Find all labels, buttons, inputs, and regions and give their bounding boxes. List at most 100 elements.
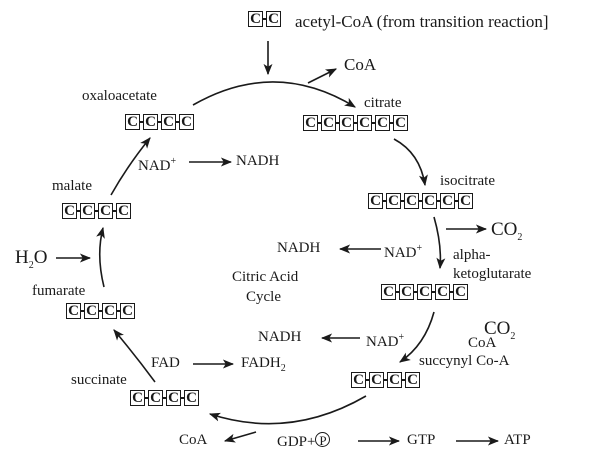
carbon-box: C [339,115,354,131]
co2-akg: CO2 [484,318,515,347]
nad-plus-superscript: + [398,332,405,343]
carbon-bond [450,291,453,293]
fad: FAD [151,355,180,371]
carbon-bond [419,200,422,202]
carbon-bond [366,379,369,381]
carbon-bond [113,210,116,212]
carbon-box: C [368,193,383,209]
gdp-text: GDP+ [277,434,316,450]
nad-oxalo: NAD+ [138,153,176,175]
h2o-h: H [15,247,29,268]
fumarate-label: fumarate [32,283,86,299]
gdp-plus-p: GDP+P [277,432,331,451]
carbon-box: C [357,115,372,131]
carbon-bond [163,397,166,399]
atp: ATP [504,432,531,448]
carbon-box: C [116,203,131,219]
arrow-fumarate-malate [96,226,105,288]
carbon-box: C [266,11,281,27]
arrow-isocitrate-akg [433,216,446,270]
carbon-box: C [166,390,181,406]
h2o-subscript: 2 [28,259,34,271]
carbon-bond [318,122,321,124]
carbon-box: C [148,390,163,406]
carbon-box: C [130,390,145,406]
nad-akg-text: NAD [366,334,399,350]
nadh-oxalo: NADH [236,153,280,169]
carbon-box: C [80,203,95,219]
carbon-box: C [404,193,419,209]
coa-akg: CoA [468,335,497,351]
carbon-bond [99,310,102,312]
co2-akg-text: CO [484,318,511,339]
arrow-coa-release [307,68,338,84]
phosphate-circle-icon: P [315,432,331,448]
nadh-akg: NADH [258,329,302,345]
arrow-succinate-fumarate [113,329,156,383]
carbon-bond [402,379,405,381]
carbon-box: C [393,115,408,131]
arrow-succinyl-succinate [208,395,367,425]
succinyl-coa-label: succynyl Co-A [419,353,510,369]
arrow-citrate-isocitrate [393,138,428,187]
carbon-bond [158,121,161,123]
carbon-bond [432,291,435,293]
carbon-bond [437,200,440,202]
succinate-label: succinate [71,372,127,388]
arrow-oxalo-citrate [192,81,356,108]
carbon-box: C [184,390,199,406]
nad-iso: NAD+ [384,240,422,262]
carbon-bond [401,200,404,202]
carbon-box: C [369,372,384,388]
nad-akg: NAD+ [366,329,404,351]
nad-plus-superscript: + [170,156,177,167]
carbon-box: C [386,193,401,209]
carbon-bond [390,122,393,124]
carbon-bond [414,291,417,293]
carbon-bond [181,397,184,399]
carbon-box: C [143,114,158,130]
nadh-iso: NADH [277,240,321,256]
carbon-box: C [453,284,468,300]
carbon-bond [263,18,266,20]
carbon-box: C [161,114,176,130]
center-title-line1: Citric Acid [232,269,299,285]
fadh2-text: FADH [241,355,281,371]
nad-oxalo-text: NAD [138,158,171,174]
carbon-box: C [125,114,140,130]
coa-release-top: CoA [344,55,377,74]
oxaloacetate-label: oxaloacetate [82,88,157,104]
arrow-akg-succinyl [399,311,435,363]
carbon-box: C [62,203,77,219]
carbon-box: C [422,193,437,209]
carbon-box: C [303,115,318,131]
carbon-box: C [375,115,390,131]
fadh2: FADH2 [241,355,286,377]
carbon-box: C [417,284,432,300]
carbon-box: C [102,303,117,319]
carbon-box: C [399,284,414,300]
carbon-box: C [120,303,135,319]
co2-akg-subscript: 2 [510,330,516,342]
h2o-o: O [33,247,48,268]
h2o: H2O [15,247,47,276]
carbon-bond [396,291,399,293]
carbon-box: C [405,372,420,388]
nad-iso-text: NAD [384,245,417,261]
carbon-bond [117,310,120,312]
akg-label-line1: alpha- [453,247,491,263]
nad-plus-superscript: + [416,243,423,254]
isocitrate-label: isocitrate [440,173,495,189]
carbon-bond [81,310,84,312]
arrow-coa-bottom [223,431,257,443]
carbon-bond [383,200,386,202]
